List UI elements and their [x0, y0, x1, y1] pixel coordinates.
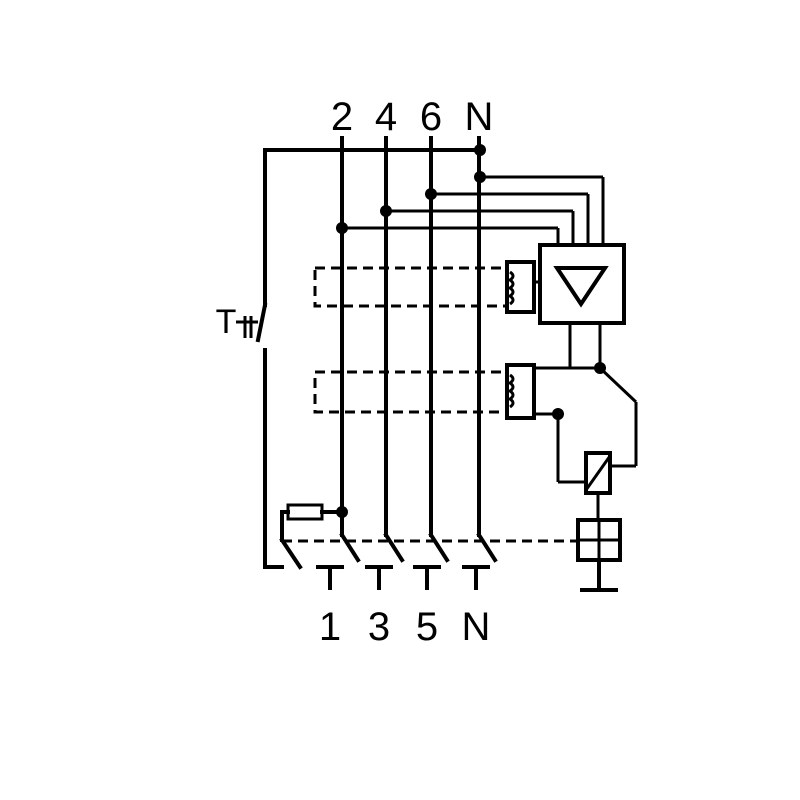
top-terminal-2: 2 [331, 95, 353, 139]
test-circuit [236, 148, 482, 570]
top-terminal-n: N [465, 95, 494, 139]
bottom-terminal-3: 3 [368, 605, 390, 649]
bottom-terminal-5: 5 [416, 605, 438, 649]
pole-conductors [340, 136, 481, 537]
bottom-terminal-symbols [316, 565, 490, 590]
test-button-label: T [216, 303, 237, 341]
supply-lines [342, 175, 605, 245]
contact-switches [339, 532, 498, 563]
release-latch [576, 518, 622, 592]
top-terminal-6: 6 [420, 95, 442, 139]
bottom-terminal-n: N [462, 605, 491, 649]
current-transformer-1 [313, 260, 540, 314]
bottom-terminal-1: 1 [319, 605, 341, 649]
junction-dots [336, 144, 606, 518]
top-terminal-4: 4 [375, 95, 397, 139]
release-coil-circuit [556, 323, 638, 520]
amplifier-unit [538, 243, 626, 325]
current-transformer-2 [313, 363, 600, 420]
